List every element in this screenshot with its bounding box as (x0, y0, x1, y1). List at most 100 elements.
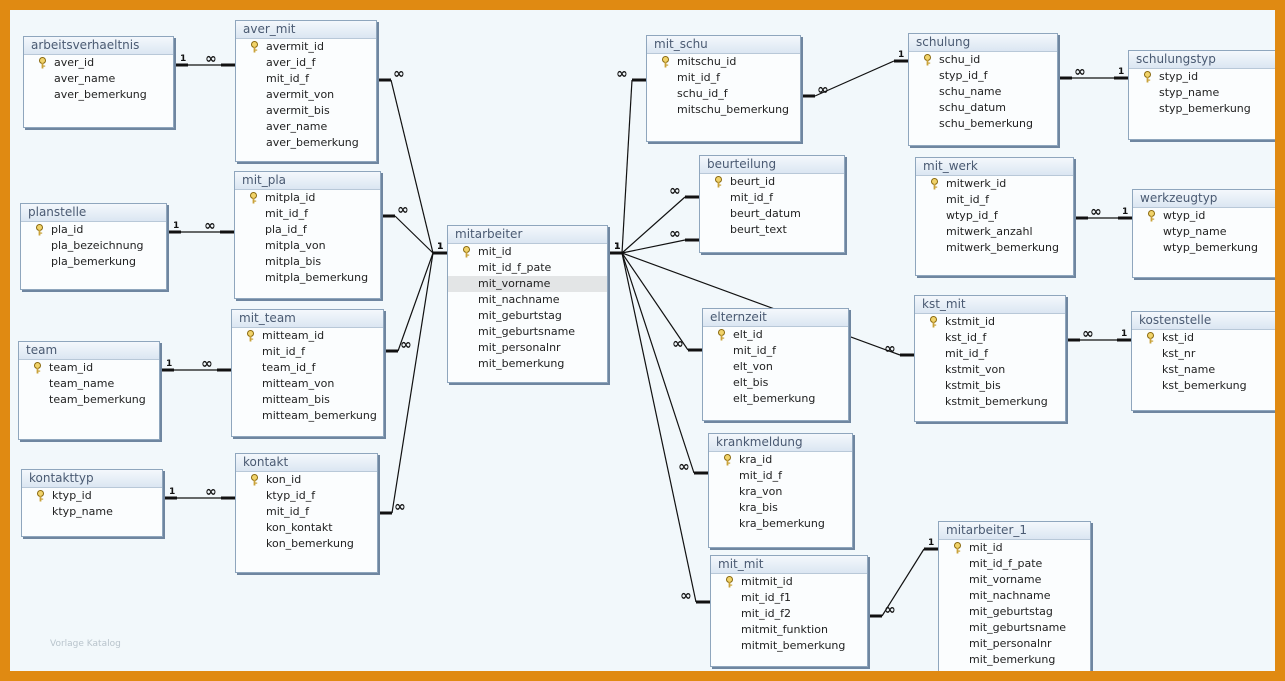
field-row[interactable]: team_id_f (232, 360, 383, 376)
relationship-schulung-mit-schu[interactable]: 1∞ (801, 50, 908, 98)
field-row[interactable]: mit_vorname (448, 276, 607, 292)
field-row[interactable]: kstmit_id (915, 314, 1065, 330)
relationship-mitarbeiter-krankmeldung[interactable]: 1∞ (608, 242, 708, 475)
field-row[interactable]: mit_geburtstag (448, 308, 607, 324)
field-row[interactable]: kst_id_f (915, 330, 1065, 346)
field-row[interactable]: elt_von (703, 359, 848, 375)
relationship-mitarbeiter-aver-mit[interactable]: 1∞ (377, 66, 447, 255)
field-row[interactable]: mitpla_bemerkung (235, 270, 380, 286)
field-row[interactable]: schu_name (909, 84, 1057, 100)
field-row[interactable]: aver_name (24, 71, 173, 87)
table-title[interactable]: krankmeldung (709, 434, 852, 452)
field-row[interactable]: pla_id_f (235, 222, 380, 238)
field-row[interactable]: mit_id_f (916, 192, 1073, 208)
field-row[interactable]: ktyp_id (22, 488, 162, 504)
table-title[interactable]: kst_mit (915, 296, 1065, 314)
relationship-mitarbeiter-kontakt[interactable]: 1∞ (378, 242, 447, 515)
field-row[interactable]: styp_id_f (909, 68, 1057, 84)
field-row[interactable]: elt_bis (703, 375, 848, 391)
field-row[interactable]: kra_id (709, 452, 852, 468)
field-row[interactable]: aver_id (24, 55, 173, 71)
field-row[interactable]: aver_bemerkung (236, 135, 376, 151)
field-row[interactable]: mit_id_f (235, 206, 380, 222)
field-row[interactable]: mit_bemerkung (448, 356, 607, 372)
relationship-mitarbeiter-mit-team[interactable]: 1∞ (384, 242, 447, 353)
field-row[interactable]: mitwerk_bemerkung (916, 240, 1073, 256)
field-row[interactable]: mitpla_von (235, 238, 380, 254)
table-title[interactable]: mit_schu (647, 36, 800, 54)
field-row[interactable]: elt_id (703, 327, 848, 343)
relationship-werkzeugtyp-mit-werk[interactable]: 1∞ (1074, 204, 1132, 220)
table-title[interactable]: werkzeugtyp (1133, 190, 1275, 208)
field-row[interactable]: schu_id (909, 52, 1057, 68)
field-row[interactable]: mit_geburtsname (448, 324, 607, 340)
field-row[interactable]: mit_id (448, 244, 607, 260)
field-row[interactable]: mitwerk_anzahl (916, 224, 1073, 240)
field-row[interactable]: beurt_datum (700, 206, 844, 222)
table-title[interactable]: arbeitsverhaeltnis (24, 37, 173, 55)
field-row[interactable]: mit_id (939, 540, 1090, 556)
field-row[interactable]: mit_vorname (939, 572, 1090, 588)
field-row[interactable]: mitpla_bis (235, 254, 380, 270)
field-row[interactable]: mit_id_f (236, 504, 377, 520)
field-row[interactable]: mit_bemerkung (939, 652, 1090, 668)
field-row[interactable]: mit_id_f (915, 346, 1065, 362)
table-title[interactable]: schulungstyp (1129, 51, 1275, 69)
relationship-kontakttyp-kontakt[interactable]: 1∞ (163, 484, 235, 500)
field-row[interactable]: mitpla_id (235, 190, 380, 206)
field-row[interactable]: mit_id_f (700, 190, 844, 206)
field-row[interactable]: mit_geburtsname (939, 620, 1090, 636)
field-row[interactable]: schu_id_f (647, 86, 800, 102)
field-row[interactable]: ktyp_id_f (236, 488, 377, 504)
field-row[interactable]: mit_geburtstag (939, 604, 1090, 620)
field-row[interactable]: kon_bemerkung (236, 536, 377, 552)
field-row[interactable]: mitschu_id (647, 54, 800, 70)
field-row[interactable]: avermit_von (236, 87, 376, 103)
field-row[interactable]: schu_datum (909, 100, 1057, 116)
field-row[interactable]: styp_id (1129, 69, 1275, 85)
field-row[interactable]: kstmit_bemerkung (915, 394, 1065, 410)
field-row[interactable]: aver_bemerkung (24, 87, 173, 103)
field-row[interactable]: team_bemerkung (19, 392, 159, 408)
field-row[interactable]: mitmit_funktion (711, 622, 867, 638)
field-row[interactable]: mit_id_f2 (711, 606, 867, 622)
table-title[interactable]: mitarbeiter (448, 226, 607, 244)
table-title[interactable]: schulung (909, 34, 1057, 52)
table-title[interactable]: kontakttyp (22, 470, 162, 488)
field-row[interactable]: team_name (19, 376, 159, 392)
table-title[interactable]: mitarbeiter_1 (939, 522, 1090, 540)
field-row[interactable]: pla_bezeichnung (21, 238, 166, 254)
field-row[interactable]: mit_id_f (647, 70, 800, 86)
field-row[interactable]: mitteam_id (232, 328, 383, 344)
field-row[interactable]: wtyp_id (1133, 208, 1275, 224)
table-title[interactable]: beurteilung (700, 156, 844, 174)
relationship-planstelle-mit-pla[interactable]: 1∞ (167, 218, 234, 234)
table-title[interactable]: mit_team (232, 310, 383, 328)
field-row[interactable]: kst_name (1132, 362, 1275, 378)
relationship-kostenstelle-kst-mit[interactable]: 1∞ (1066, 326, 1131, 342)
table-title[interactable]: kontakt (236, 454, 377, 472)
field-row[interactable]: mitmit_bemerkung (711, 638, 867, 654)
relationship-mitarbeiter-1-mit-mit[interactable]: 1∞ (868, 538, 938, 618)
field-row[interactable]: mitteam_bis (232, 392, 383, 408)
field-row[interactable]: beurt_id (700, 174, 844, 190)
field-row[interactable]: kstmit_von (915, 362, 1065, 378)
field-row[interactable]: schu_bemerkung (909, 116, 1057, 132)
relationship-arbeitsverhaeltnis-aver-mit[interactable]: 1∞ (174, 51, 235, 67)
field-row[interactable]: avermit_id (236, 39, 376, 55)
